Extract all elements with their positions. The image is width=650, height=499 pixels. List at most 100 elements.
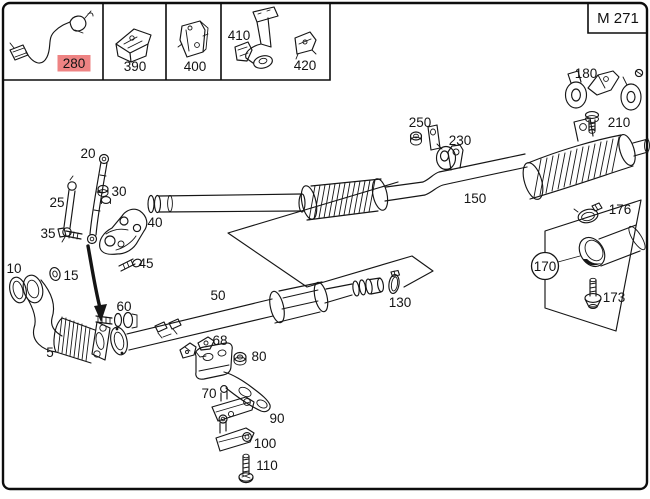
nut-80-drawing	[233, 351, 247, 366]
svg-text:280: 280	[63, 56, 86, 71]
svg-text:230: 230	[449, 133, 472, 148]
part-label-10[interactable]: 10	[6, 261, 21, 276]
svg-text:210: 210	[608, 115, 631, 130]
svg-text:25: 25	[49, 195, 64, 210]
bracket-70-drawing	[194, 342, 271, 413]
part-label-45[interactable]: 45	[138, 256, 153, 271]
part-label-390[interactable]: 390	[124, 59, 147, 74]
bracket-410-drawing	[234, 6, 279, 69]
bolt-60-drawing	[95, 311, 138, 329]
washer-250-drawing	[409, 131, 423, 146]
bolt-35-drawing	[57, 227, 83, 240]
part-label-420[interactable]: 420	[294, 58, 317, 73]
bracket-390-drawing	[115, 28, 152, 63]
part-label-410[interactable]: 410	[228, 28, 251, 43]
svg-text:180: 180	[575, 66, 598, 81]
part-label-173[interactable]: 173	[603, 290, 626, 305]
svg-text:173: 173	[603, 290, 626, 305]
svg-text:10: 10	[6, 261, 21, 276]
svg-text:35: 35	[40, 226, 55, 241]
part-label-250[interactable]: 250	[409, 115, 432, 130]
svg-text:90: 90	[269, 411, 284, 426]
flange-ring-drawing	[110, 326, 128, 356]
svg-text:250: 250	[409, 115, 432, 130]
part-label-30[interactable]: 30	[111, 184, 126, 199]
part-label-70[interactable]: 70	[201, 386, 216, 401]
svg-text:50: 50	[210, 288, 225, 303]
bolt-173-drawing	[584, 277, 602, 309]
svg-text:68: 68	[212, 333, 227, 348]
svg-text:70: 70	[201, 386, 216, 401]
part-label-180[interactable]: 180	[575, 66, 598, 81]
model-designation: M 271	[597, 10, 639, 27]
rear-muffler-drawing	[522, 117, 650, 200]
part-label-230[interactable]: 230	[449, 133, 472, 148]
tailpipe-tip-drawing	[578, 224, 646, 268]
svg-text:390: 390	[124, 59, 147, 74]
part-label-150[interactable]: 150	[464, 191, 487, 206]
detail-plane-outline	[227, 181, 434, 288]
part-label-25[interactable]: 25	[49, 195, 64, 210]
plate-90-drawing	[211, 385, 255, 422]
part-label-35[interactable]: 35	[40, 226, 55, 241]
bracket-40-drawing	[99, 208, 148, 255]
bracket-400-drawing	[177, 20, 209, 58]
part-label-176[interactable]: 176	[609, 202, 632, 217]
part-label-50[interactable]: 50	[210, 288, 225, 303]
svg-text:80: 80	[251, 349, 266, 364]
hanger-bracket-230-drawing	[427, 124, 457, 171]
part-label-110[interactable]: 110	[256, 458, 278, 473]
svg-text:170: 170	[534, 259, 557, 274]
bracket-420-drawing	[294, 31, 317, 60]
inlet-flange-drawing	[22, 274, 44, 304]
part-label-130[interactable]: 130	[389, 295, 412, 310]
assembly-arrow	[86, 244, 107, 322]
svg-text:30: 30	[111, 184, 126, 199]
svg-text:420: 420	[294, 58, 317, 73]
svg-text:410: 410	[228, 28, 251, 43]
rear-pipe-150-drawing	[147, 144, 528, 221]
oxygen-sensor-280-drawing	[9, 10, 94, 64]
bracket-68-drawing	[179, 336, 215, 359]
front-pipe-50-drawing	[126, 277, 385, 351]
part-label-15[interactable]: 15	[63, 268, 78, 283]
catalytic-converter-5-drawing	[25, 279, 111, 364]
svg-text:150: 150	[464, 191, 487, 206]
part-label-280[interactable]: 280	[57, 55, 91, 72]
part-number-labels: 280 390 400 410 420 20 30 25 40 35 45 10 15 60 5 50 68 80…	[6, 28, 631, 473]
gasket-ring-10-drawing	[9, 276, 27, 304]
svg-text:40: 40	[147, 215, 162, 230]
svg-text:130: 130	[389, 295, 412, 310]
svg-text:176: 176	[609, 202, 632, 217]
svg-text:110: 110	[256, 458, 278, 473]
bracket-100-drawing	[215, 414, 255, 452]
part-label-20[interactable]: 20	[80, 146, 95, 161]
part-label-100[interactable]: 100	[254, 436, 277, 451]
clamp-176-drawing	[573, 202, 603, 224]
detail-box-170	[544, 199, 646, 332]
bolt-45-drawing	[118, 258, 142, 272]
bracket-arm-20-drawing	[86, 153, 110, 245]
part-label-170[interactable]: 170	[530, 251, 560, 281]
part-label-400[interactable]: 400	[184, 59, 207, 74]
svg-text:100: 100	[254, 436, 277, 451]
svg-text:45: 45	[138, 256, 153, 271]
bolt-210-drawing	[584, 111, 600, 134]
part-label-68[interactable]: 68	[212, 333, 227, 348]
bolt-110-drawing	[238, 453, 254, 484]
part-label-90[interactable]: 90	[269, 411, 284, 426]
svg-text:400: 400	[184, 59, 207, 74]
part-label-60[interactable]: 60	[116, 299, 131, 314]
page-frame	[1, 1, 649, 491]
rubber-hangers-180-drawing	[564, 68, 644, 111]
svg-text:60: 60	[116, 299, 131, 314]
washer-15-drawing	[49, 267, 61, 281]
part-label-5[interactable]: 5	[46, 345, 54, 360]
part-label-40[interactable]: 40	[147, 215, 162, 230]
svg-text:20: 20	[80, 146, 95, 161]
nuts-30-drawing	[97, 184, 112, 205]
part-label-80[interactable]: 80	[251, 349, 266, 364]
part-label-210[interactable]: 210	[608, 115, 631, 130]
